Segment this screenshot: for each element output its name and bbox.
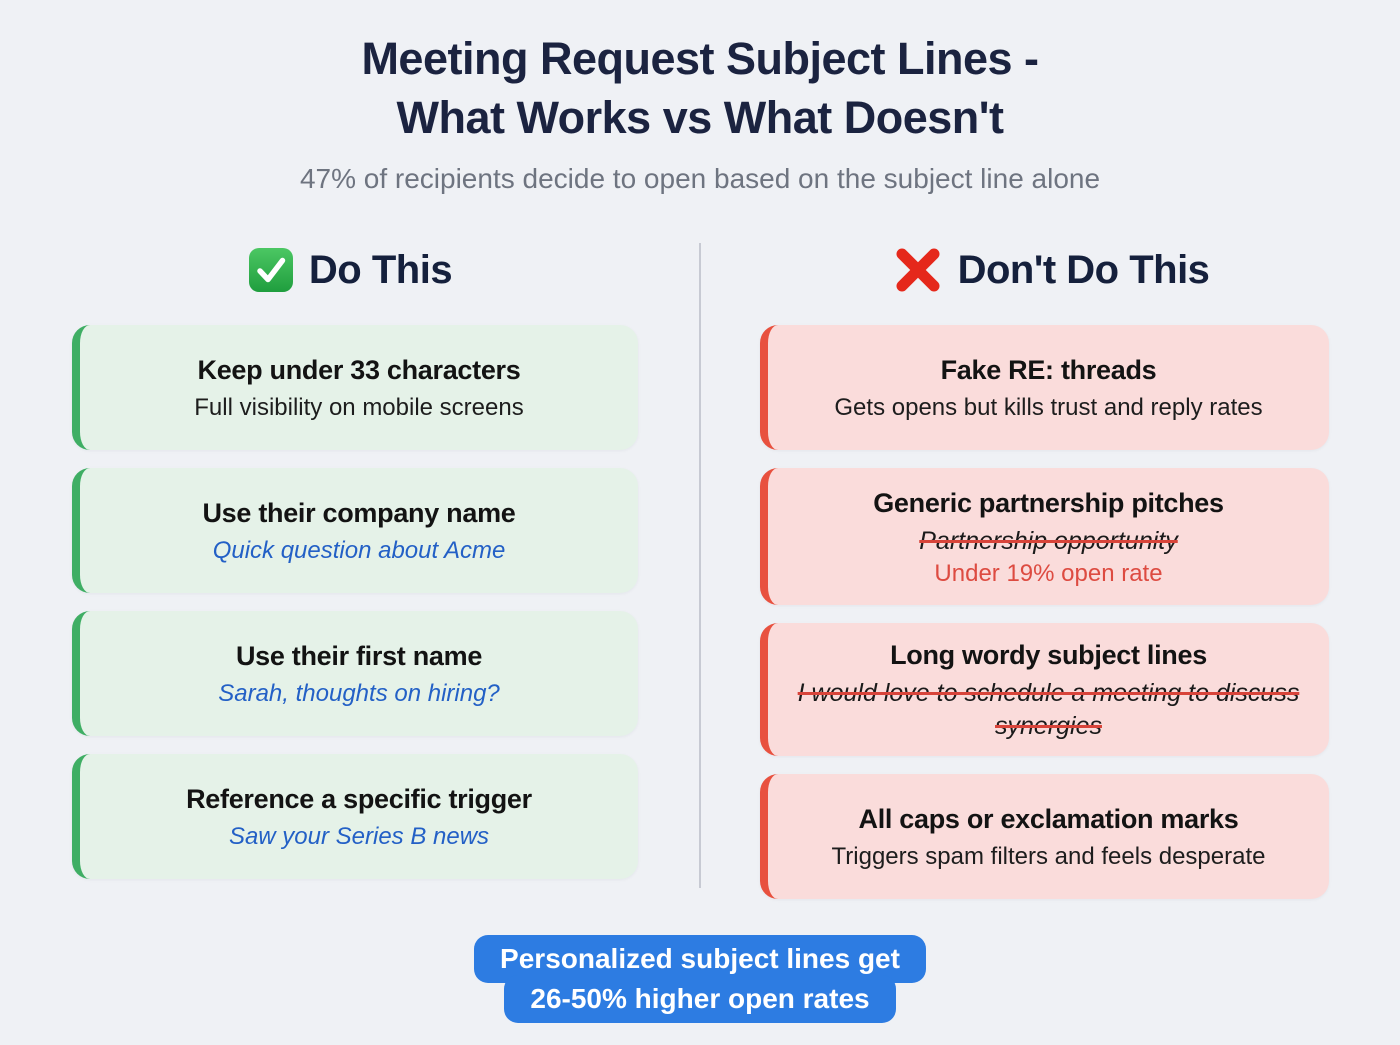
card-title: Generic partnership pitches — [873, 488, 1224, 519]
comparison-columns: Do This Keep under 33 characters Full vi… — [0, 239, 1400, 899]
dont-cards: Fake RE: threads Gets opens but kills tr… — [701, 325, 1400, 899]
card-subtitle: Gets opens but kills trust and reply rat… — [834, 394, 1263, 422]
card-strikethrough-example: Partnership opportunity — [919, 527, 1178, 556]
do-cards: Keep under 33 characters Full visibility… — [0, 325, 699, 879]
do-card-under-33-chars: Keep under 33 characters Full visibility… — [72, 325, 638, 450]
card-title: All caps or exclamation marks — [858, 803, 1239, 834]
dont-column-title: Don't Do This — [957, 247, 1210, 292]
green-check-emoji-icon — [247, 246, 295, 294]
dont-card-long-wordy: Long wordy subject lines I would love to… — [760, 623, 1329, 756]
card-example-subject: Quick question about Acme — [212, 537, 506, 565]
card-title: Keep under 33 characters — [197, 354, 521, 385]
dont-card-fake-re: Fake RE: threads Gets opens but kills tr… — [760, 325, 1329, 450]
card-title: Use their company name — [202, 497, 516, 528]
page-subtitle: 47% of recipients decide to open based o… — [299, 163, 1101, 194]
card-strikethrough-example: I would love to schedule a meeting to di… — [797, 679, 1300, 740]
page-title-line1: Meeting Request Subject Lines - — [361, 33, 1039, 84]
card-title: Reference a specific trigger — [186, 783, 532, 814]
card-title: Use their first name — [235, 640, 483, 671]
dont-column-header: Don't Do This — [701, 239, 1400, 301]
dont-card-generic-pitches: Generic partnership pitches Partnership … — [760, 468, 1329, 605]
footer-stat-badge: Personalized subject lines get 26-50% hi… — [474, 935, 926, 1024]
column-divider — [699, 243, 701, 888]
red-cross-emoji-icon — [892, 244, 944, 296]
page-title: Meeting Request Subject Lines - What Wor… — [361, 30, 1039, 147]
card-subtitle: Full visibility on mobile screens — [194, 394, 524, 422]
page-title-line2: What Works vs What Doesn't — [396, 91, 1004, 143]
card-example-subject: Saw your Series B news — [228, 823, 490, 851]
card-example-subject: Sarah, thoughts on hiring? — [218, 680, 500, 708]
do-column-header: Do This — [0, 239, 699, 301]
do-card-specific-trigger: Reference a specific trigger Saw your Se… — [72, 754, 638, 879]
do-card-company-name: Use their company name Quick question ab… — [72, 468, 638, 593]
do-column: Do This Keep under 33 characters Full vi… — [0, 239, 699, 899]
card-subtitle: Triggers spam filters and feels desperat… — [831, 843, 1266, 871]
card-title: Fake RE: threads — [940, 354, 1157, 385]
dont-column: Don't Do This Fake RE: threads Gets open… — [701, 239, 1400, 899]
do-column-title: Do This — [308, 247, 453, 292]
card-title: Long wordy subject lines — [890, 639, 1207, 670]
card-open-rate-note: Under 19% open rate — [934, 559, 1163, 587]
badge-line1: Personalized subject lines get — [474, 935, 926, 984]
badge-line2: 26-50% higher open rates — [504, 975, 896, 1024]
dont-card-all-caps: All caps or exclamation marks Triggers s… — [760, 774, 1329, 899]
do-card-first-name: Use their first name Sarah, thoughts on … — [72, 611, 638, 736]
